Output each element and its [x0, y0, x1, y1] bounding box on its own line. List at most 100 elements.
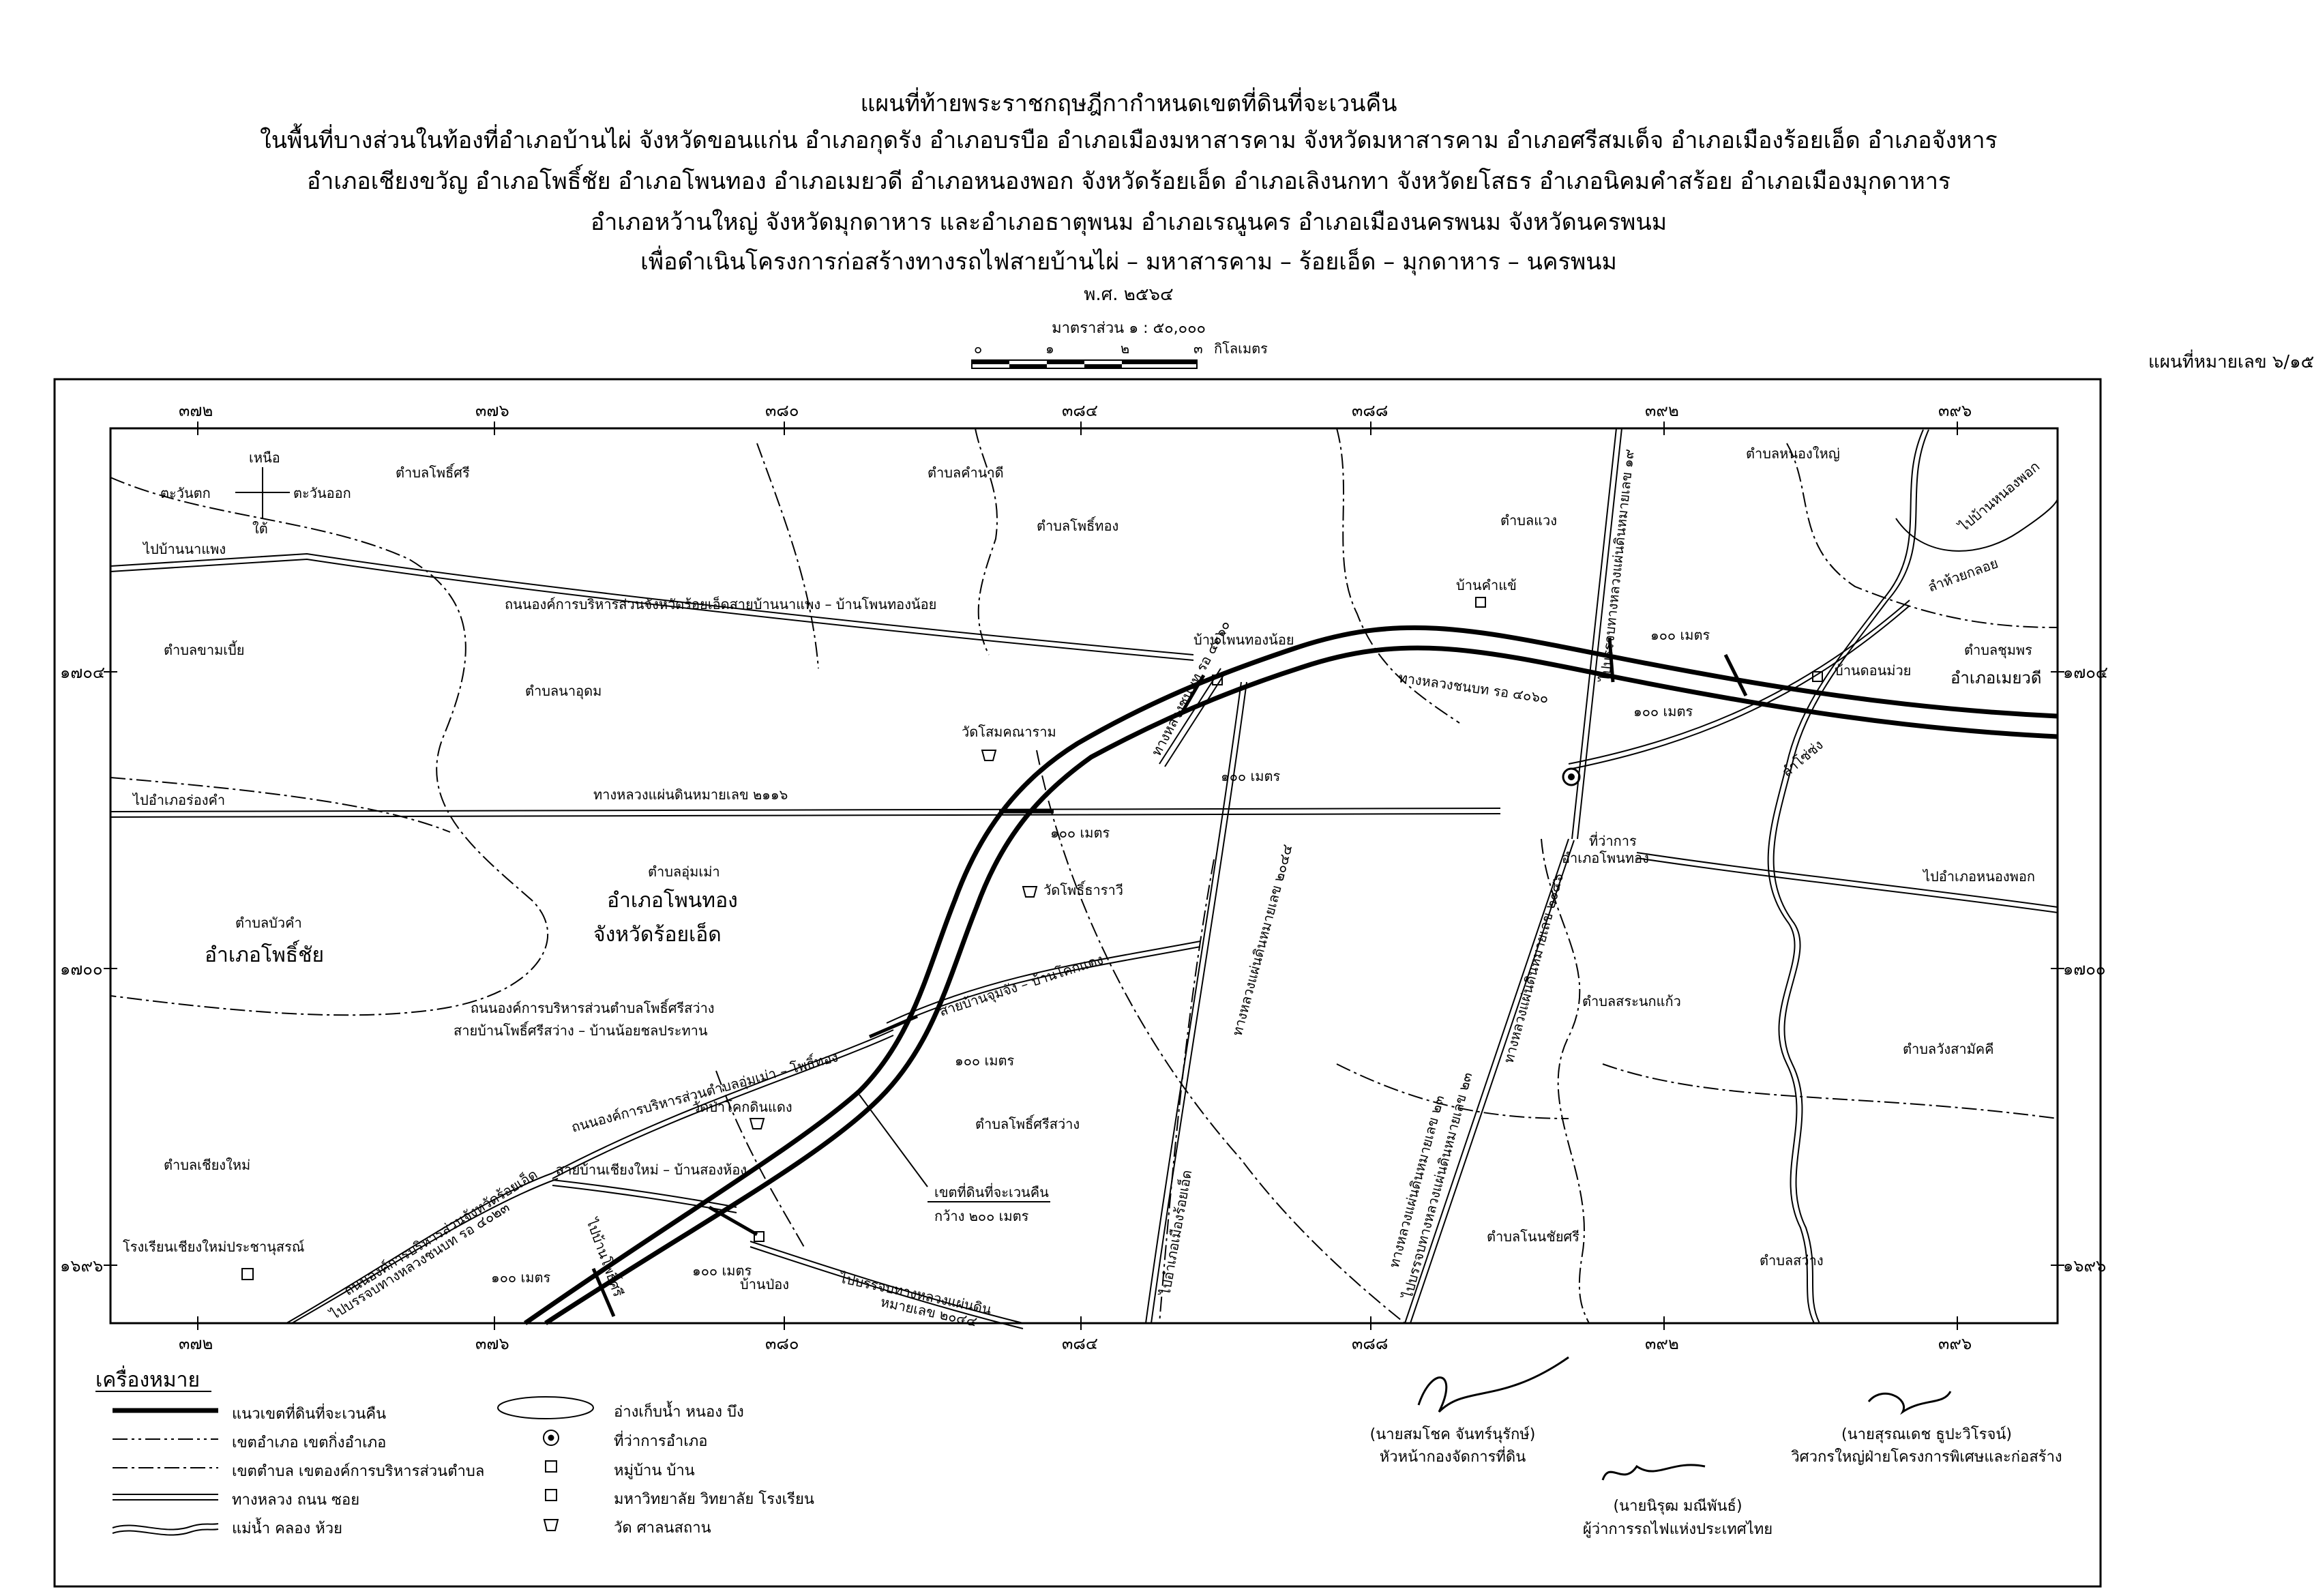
grid-yr-3: ๑๖๙๖: [2063, 1256, 2106, 1275]
compass: เหนือ ใต้ ตะวันตก ตะวันออก: [160, 449, 351, 537]
label-t-phothong: ตำบลโพธิ์ทอง: [1037, 516, 1118, 534]
signature-1-title: หัวหน้ากองจัดการที่ดิน: [1379, 1449, 1526, 1466]
grid-labels-bottom: ๓๗๒ ๓๗๖ ๓๘๐ ๓๘๔ ๓๘๘ ๓๙๒ ๓๙๖: [179, 1334, 1972, 1353]
label-to-nongkham: ไปอำเภอร่องคำ: [132, 792, 225, 808]
title-year: พ.ศ. ๒๕๖๔: [1084, 284, 1174, 305]
label-to-banphaeng: ไปบ้านนาแพง: [142, 541, 226, 557]
title-line-4: อำเภอหว้านใหญ่ จังหวัดมุกดาหาร และอำเภอธ…: [590, 209, 1667, 236]
label-t-phosri: ตำบลโพธิ์ศรี: [396, 462, 470, 481]
label-m100-4: ๑๐๐ เมตร: [1050, 825, 1110, 841]
label-t-waeng: ตำบลแวง: [1500, 512, 1557, 529]
label-t-nonchaisri: ตำบลโนนชัยศรี: [1487, 1228, 1579, 1245]
legend-item-8: หมู่บ้าน บ้าน: [614, 1462, 695, 1479]
label-t-phosrisawang: ตำบลโพธิ์ศรีสว่าง: [975, 1114, 1080, 1132]
signature-marks: [1417, 1356, 1952, 1481]
label-t-nachudom: ตำบลนาอุดม: [525, 683, 602, 700]
grid-x-6: ๓๙๒: [1645, 401, 1679, 420]
grid-y-2: ๑๗๐๐: [60, 960, 103, 979]
grid-yr-1: ๑๗๐๔: [2063, 663, 2108, 682]
grid-xb-7: ๓๙๖: [1938, 1334, 1972, 1353]
label-m100-6: ๑๐๐ เมตร: [692, 1262, 752, 1279]
compass-west: ตะวันตก: [160, 485, 211, 501]
label-wat-phosrithawi: วัดโพธิ์ธาราวี: [1043, 880, 1123, 898]
legend-item-4: ทางหลวง ถนน ซอย: [232, 1492, 360, 1509]
scale-tick-3: ๓: [1193, 340, 1203, 357]
label-road-chumsung: สายบ้านจุมจัง – บ้านโคกแดง: [937, 951, 1106, 1020]
district-office-symbol: [1562, 767, 1581, 786]
label-huai-kloi: ลำห้วยกลอย: [1926, 555, 2000, 595]
label-t-chumphon: ตำบลชุมพร: [1964, 642, 2032, 659]
scale-unit: กิโลเมตร: [1214, 340, 1268, 357]
compass-south: ใต้: [252, 520, 268, 537]
rivers: [1767, 429, 2058, 1324]
label-road-obj1: ถนนองค์การบริหารส่วนจังหวัดร้อยเอ็ดสายบ้…: [505, 595, 936, 612]
wat-symbols: [749, 750, 1038, 1129]
grid-x-3: ๓๘๐: [765, 401, 799, 420]
title-line-5: เพื่อดำเนินโครงการก่อสร้างทางรถไฟสายบ้าน…: [640, 248, 1617, 276]
legend-item-9: มหาวิทยาลัย วิทยาลัย โรงเรียน: [614, 1491, 814, 1508]
label-t-wangsamakkhi: ตำบลวังสามัคคี: [1903, 1041, 1994, 1057]
legend-item-3: เขตตำบล เขตองค์การบริหารส่วนตำบล: [232, 1463, 485, 1480]
legend-item-7: ที่ว่าการอำเภอ: [614, 1433, 708, 1450]
label-rural-4023: ไปบรรจบทางหลวงชนบท รอ ๔๐๒๓: [326, 1198, 512, 1323]
sheet-number: แผนที่หมายเลข ๖/๑๕: [2148, 352, 2314, 372]
label-wat-somkhana: วัดโสมคณาราม: [962, 724, 1056, 740]
label-hwy-2046: ทางหลวงแผ่นดินหมายเลข ๒๐๔๖: [1500, 872, 1567, 1065]
label-district-office2: อำเภอโพนทอง: [1562, 850, 1649, 866]
legend-item-6: อ่างเก็บน้ำ หนอง บึง: [614, 1404, 744, 1421]
label-ban-pong: บ้านป่อง: [740, 1276, 789, 1292]
label-t-chiangmai: ตำบลเชียงใหม่: [164, 1157, 250, 1173]
label-to-nongphok: ไปอำเภอหนองพอก: [1922, 868, 2035, 885]
legend-item-5: แม่น้ำ คลอง ห้วย: [232, 1520, 342, 1537]
compass-north: เหนือ: [249, 449, 280, 466]
label-ban-khamkhae: บ้านคำแข้: [1456, 577, 1517, 593]
legend-item-10: วัด ศาลนสถาน: [614, 1520, 711, 1537]
label-district-office: ที่ว่าการ: [1589, 831, 1637, 849]
label-m100-5: ๑๐๐ เมตร: [955, 1052, 1014, 1069]
scale-tick-2: ๒: [1121, 340, 1129, 357]
label-lamsiang: ลำโซ่ซ่ง: [1779, 737, 1826, 780]
grid-xb-1: ๓๗๒: [179, 1334, 213, 1353]
grid-labels-top: ๓๗๒ ๓๗๖ ๓๘๐ ๓๘๔ ๓๘๘ ๓๙๒ ๓๙๖: [179, 401, 1972, 420]
label-c-roiet: จังหวัดร้อยเอ็ด: [593, 921, 722, 947]
title-line-2: ในพื้นที่บางส่วนในท้องที่อำเภอบ้านไผ่ จั…: [260, 127, 1998, 154]
label-hwy-2116: ทางหลวงแผ่นดินหมายเลข ๒๑๑๖: [593, 786, 788, 803]
label-t-khamboei: ตำบลขามเบี้ย: [164, 640, 245, 658]
grid-yr-2: ๑๗๐๐: [2063, 960, 2106, 979]
compass-east: ตะวันออก: [293, 485, 351, 501]
label-m100-1: ๑๐๐ เมตร: [1650, 627, 1710, 643]
label-a-phonthong: อำเภอโพนทอง: [607, 888, 738, 913]
label-ban-phonthongnoi: บ้านโพนทองน้อย: [1193, 632, 1294, 648]
legend-symbols: [112, 1396, 594, 1536]
grid-xb-5: ๓๘๘: [1352, 1334, 1388, 1353]
legend-title: เครื่องหมาย: [95, 1368, 201, 1392]
village-symbols: [241, 597, 1823, 1280]
map-labels: ตำบลโพธิ์ศรี ตำบลคำนาดี ตำบลโพธิ์ทอง ตำบ…: [123, 445, 2043, 1330]
label-road-obt1b: สายบ้านโพธิ์ศรีสว่าง – บ้านน้อยชลประทาน: [454, 1020, 708, 1039]
label-wat-palokdinaeng: วัดป่าโคกดินแดง: [692, 1099, 792, 1115]
cross-marks: [591, 637, 1748, 1317]
grid-y-3: ๑๖๙๖: [60, 1256, 103, 1275]
grid-xb-6: ๓๙๒: [1645, 1334, 1679, 1353]
roads: [110, 428, 2058, 1329]
map-frame: [109, 427, 2059, 1325]
grid-x-4: ๓๘๔: [1062, 401, 1098, 420]
scale-tick-0: ๐: [974, 340, 982, 357]
scale-tick-1: ๑: [1045, 340, 1054, 357]
legend-item-2: เขตอำเภอ เขตกิ่งอำเภอ: [232, 1434, 387, 1451]
grid-ticks: [104, 422, 2064, 1330]
scale-bar: ๐ ๑ ๒ ๓ กิโลเมตร: [971, 340, 1268, 369]
grid-x-1: ๓๗๒: [179, 401, 213, 420]
signature-2-title: ผู้ว่าการรถไฟแห่งประเทศไทย: [1582, 1521, 1773, 1538]
label-t-buakham: ตำบลบัวคำ: [235, 915, 302, 931]
label-m100-7: ๑๐๐ เมตร: [491, 1269, 550, 1286]
signature-2-name: (นายนิรุฒ มณีพันธ์): [1613, 1498, 1742, 1515]
signature-3-name: (นายสุรณเดช ธูปะวิโรจน์): [1841, 1426, 2012, 1443]
expropriation-leader: [859, 1094, 928, 1187]
label-road-obt2: ถนนองค์การบริหารส่วนตำบลอุ่มเม่า – โพธิ์…: [569, 1046, 840, 1136]
title-line-3: อำเภอเชียงขวัญ อำเภอโพธิ์ชัย อำเภอโพนทอง…: [306, 168, 1951, 195]
label-t-nongyai: ตำบลหนองใหญ่: [1746, 445, 1840, 462]
grid-xb-3: ๓๘๐: [765, 1334, 799, 1353]
label-width: กว้าง ๒๐๐ เมตร: [934, 1208, 1029, 1224]
label-m100-2: ๑๐๐ เมตร: [1633, 703, 1693, 720]
